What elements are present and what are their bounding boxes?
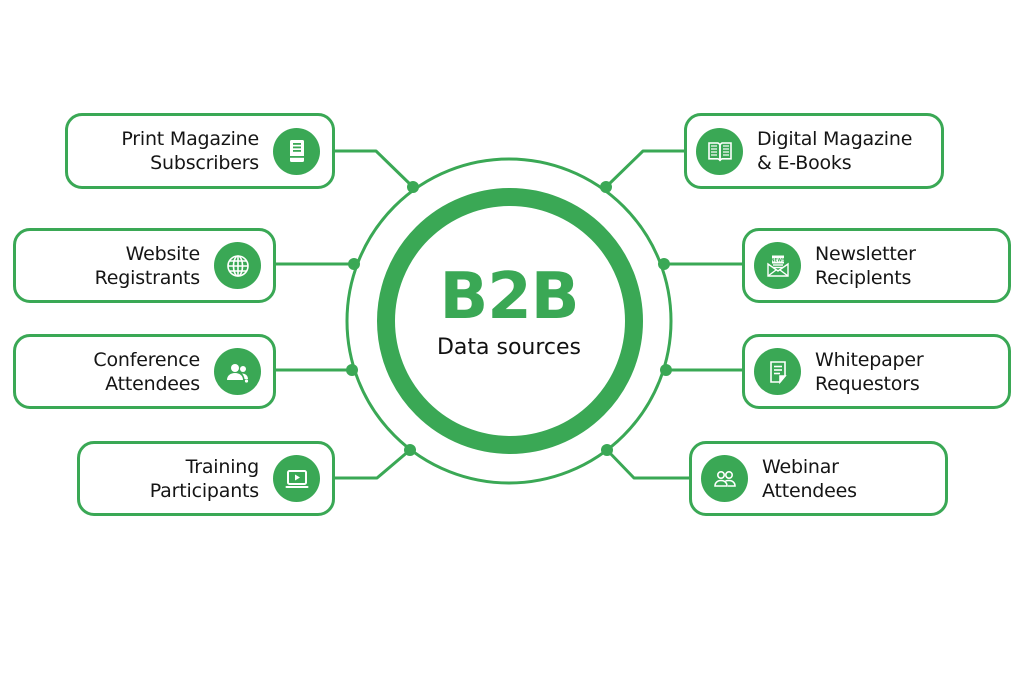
source-print-magazine-subscribers: Print Magazine Subscribers [65, 113, 335, 189]
source-digital-magazine-ebooks: Digital Magazine & E-Books [684, 113, 944, 189]
label-line: & E-Books [757, 152, 852, 174]
node-dot [600, 181, 612, 193]
node-dot [346, 364, 358, 376]
label-line: Reciplents [815, 266, 912, 289]
source-label: Website Registrants [94, 242, 201, 290]
connector-training [334, 448, 411, 480]
connector-print-magazine [334, 149, 415, 189]
source-label: Whitepaper Requestors [815, 348, 924, 396]
label-line: Newsletter [815, 242, 916, 265]
inner-thick-ring [377, 188, 643, 454]
globe-icon [214, 242, 261, 289]
label-line: Print Magazine [121, 128, 259, 150]
source-website-registrants: Website Registrants [13, 228, 276, 303]
source-webinar-attendees: Webinar Attendees [689, 441, 948, 516]
label-line: Training [185, 455, 260, 478]
document-icon [273, 127, 320, 175]
source-conference-attendees: Conference Attendees [13, 334, 276, 409]
center-subtitle: Data sources [436, 335, 582, 360]
label-line: Website [125, 242, 201, 265]
label-line: Attendees [762, 479, 857, 502]
svg-text:NEWS: NEWS [771, 257, 785, 262]
label-line: Whitepaper [815, 348, 924, 371]
node-dot [407, 181, 419, 193]
node-dot [601, 444, 613, 456]
group-icon [214, 348, 261, 395]
source-newsletter-recipients: NEWS Newsletter Reciplents [742, 228, 1011, 303]
connector-digital-magazine [604, 149, 684, 189]
news-envelope-icon: NEWS [754, 242, 801, 289]
label-line: Requestors [815, 372, 920, 395]
source-label: Print Magazine Subscribers [121, 127, 259, 175]
open-book-icon [696, 127, 743, 175]
source-label: Webinar Attendees [762, 455, 857, 503]
node-dot [404, 444, 416, 456]
label-line: Participants [149, 479, 259, 502]
label-line: Attendees [105, 372, 200, 395]
node-dot [660, 364, 672, 376]
source-training-participants: Training Participants [77, 441, 335, 516]
node-dot [658, 258, 670, 270]
people-outline-icon [701, 455, 748, 502]
label-line: Subscribers [150, 152, 259, 174]
center-title: B2B [439, 260, 579, 334]
connector-webinar [605, 448, 689, 480]
label-line: Registrants [94, 266, 201, 289]
node-dot [348, 258, 360, 270]
whitepaper-icon [754, 348, 801, 395]
source-label: Conference Attendees [93, 348, 200, 396]
source-label: Training Participants [150, 455, 259, 503]
label-line: Conference [93, 348, 200, 371]
video-laptop-icon [273, 455, 320, 502]
label-line: Webinar [762, 455, 839, 478]
source-whitepaper-requestors: Whitepaper Requestors [742, 334, 1011, 409]
source-label: Newsletter Reciplents [815, 242, 916, 290]
outer-ring [345, 157, 673, 485]
label-line: Digital Magazine [757, 128, 913, 150]
source-label: Digital Magazine & E-Books [757, 127, 912, 175]
